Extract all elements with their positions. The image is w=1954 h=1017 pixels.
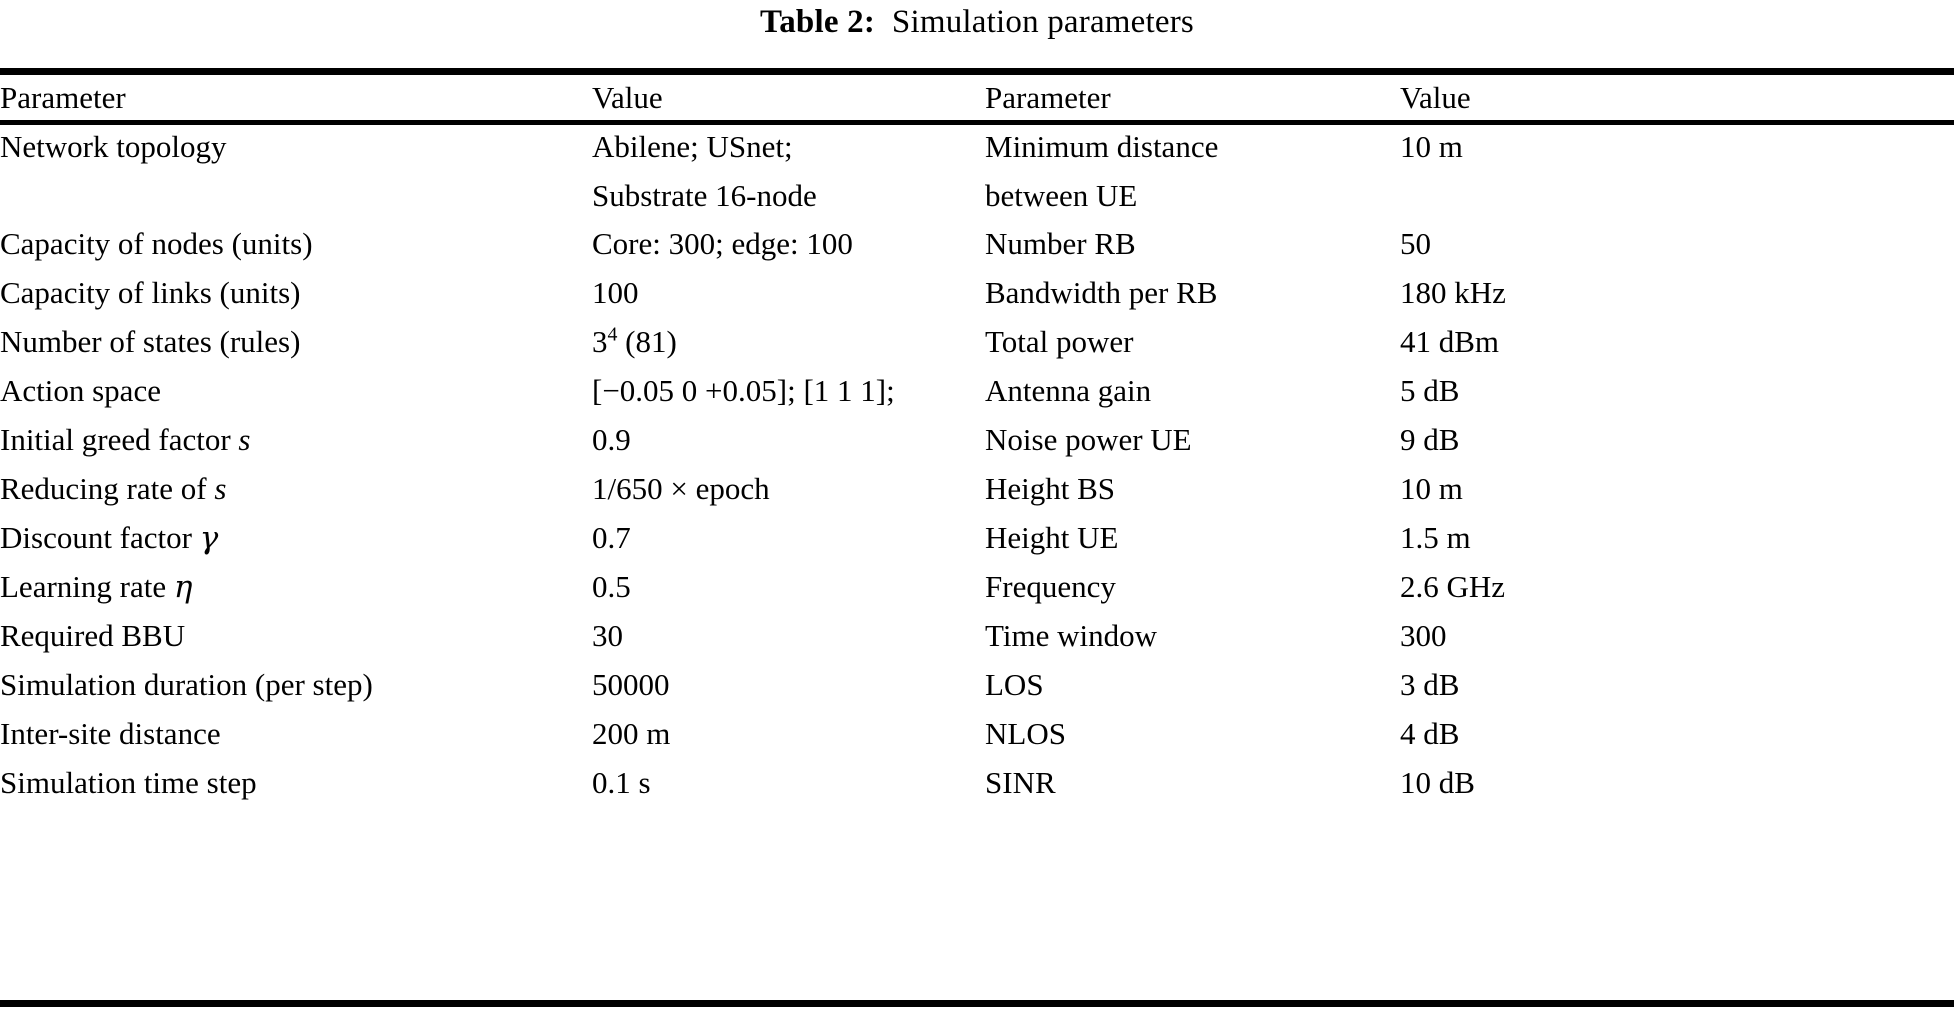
cell-parameter-right: SINR xyxy=(985,765,1056,800)
column-header-value-right: Value xyxy=(1400,80,1471,115)
table-row: Initial greed factor s 0.9 Noise power U… xyxy=(0,416,1954,465)
cell-value-right: 3 dB xyxy=(1400,667,1460,702)
cell-parameter-left: Network topology xyxy=(0,129,227,164)
table-row: Capacity of links (units) 100 Bandwidth … xyxy=(0,269,1954,318)
cell-parameter-left: Simulation duration (per step) xyxy=(0,667,373,702)
cell-value-left: Core: 300; edge: 100 xyxy=(592,226,853,261)
cell-value-left: 200 m xyxy=(592,716,671,751)
parameter-text: Initial greed factor xyxy=(0,422,239,457)
table-body: Network topology Abilene; USnet; Substra… xyxy=(0,122,1954,808)
table-caption: Table 2: Simulation parameters xyxy=(0,2,1954,42)
cell-parameter-left: Required BBU xyxy=(0,618,186,653)
cell-parameter-left: Number of states (rules) xyxy=(0,324,301,359)
table-header-rule xyxy=(0,120,1954,125)
cell-value-left: 1/650 × epoch xyxy=(592,471,770,506)
cell-parameter-left: Simulation time step xyxy=(0,765,257,800)
cell-value-left: 0.7 xyxy=(592,520,631,555)
cell-value-right: 180 kHz xyxy=(1400,275,1506,310)
simulation-parameters-table: Parameter Value Parameter Value Network … xyxy=(0,76,1954,808)
table-row: Capacity of nodes (units) Core: 300; edg… xyxy=(0,220,1954,269)
column-header-value-left: Value xyxy=(592,80,663,115)
cell-value-right: 10 dB xyxy=(1400,765,1475,800)
cell-value-left: 30 xyxy=(592,618,623,653)
table-row: Network topology Abilene; USnet; Substra… xyxy=(0,122,1954,220)
table-row: Number of states (rules) 34 (81) Total p… xyxy=(0,318,1954,367)
parameter-text: Reducing rate of xyxy=(0,471,215,506)
table-row: Required BBU 30 Time window 300 xyxy=(0,612,1954,661)
cell-parameter-right: Height BS xyxy=(985,471,1116,506)
cell-value-left: 100 xyxy=(592,275,639,310)
table-head: Parameter Value Parameter Value xyxy=(0,76,1954,122)
cell-parameter-right: Noise power UE xyxy=(985,422,1192,457)
column-header-parameter-left: Parameter xyxy=(0,80,126,115)
parameter-text: Learning rate xyxy=(0,569,174,604)
cell-parameter-right-line2: between UE xyxy=(985,178,1138,213)
cell-value-left-line2: Substrate 16-node xyxy=(592,178,817,213)
table-row: Simulation time step 0.1 s SINR 10 dB xyxy=(0,759,1954,808)
table-row: Simulation duration (per step) 50000 LOS… xyxy=(0,661,1954,710)
parameter-variable: s xyxy=(238,422,251,457)
cell-parameter-right: Frequency xyxy=(985,569,1116,604)
parameter-variable: s xyxy=(214,471,227,506)
cell-parameter-left: Capacity of nodes (units) xyxy=(0,226,313,261)
cell-value-right: 1.5 m xyxy=(1400,520,1471,555)
cell-value-left: 0.5 xyxy=(592,569,631,604)
value-base: 3 xyxy=(592,324,608,359)
cell-parameter-right: Number RB xyxy=(985,226,1136,261)
cell-value-right: 5 dB xyxy=(1400,373,1460,408)
cell-parameter-left: Inter-site distance xyxy=(0,716,221,751)
cell-parameter-right-line1: Minimum distance xyxy=(985,129,1219,164)
value-tail: (81) xyxy=(617,324,677,359)
table-row: Inter-site distance 200 m NLOS 4 dB xyxy=(0,710,1954,759)
cell-value-left: 34 (81) xyxy=(592,318,985,367)
parameter-text: Discount factor xyxy=(0,520,200,555)
cell-parameter-right: Bandwidth per RB xyxy=(985,275,1218,310)
cell-parameter-left: Action space xyxy=(0,373,161,408)
cell-parameter-right: NLOS xyxy=(985,716,1066,751)
cell-parameter-right: Minimum distance between UE xyxy=(985,122,1400,220)
cell-parameter-left: Reducing rate of s xyxy=(0,465,592,514)
value-exponent: 4 xyxy=(607,323,618,346)
cell-parameter-left: Capacity of links (units) xyxy=(0,275,301,310)
column-header-parameter-right: Parameter xyxy=(985,80,1111,115)
cell-value-left: Abilene; USnet; Substrate 16-node xyxy=(592,122,985,220)
table-row: Discount factor γ 0.7 Height UE 1.5 m xyxy=(0,514,1954,563)
cell-value-left: [−0.05 0 +0.05]; [1 1 1]; xyxy=(592,373,895,408)
cell-value-right: 41 dBm xyxy=(1400,324,1500,359)
parameter-variable-gamma: γ xyxy=(199,520,219,556)
cell-parameter-right: LOS xyxy=(985,667,1044,702)
cell-value-right: 10 m xyxy=(1400,129,1463,164)
cell-parameter-right: Antenna gain xyxy=(985,373,1152,408)
parameter-variable-eta: η xyxy=(173,569,193,605)
table-row: Reducing rate of s 1/650 × epoch Height … xyxy=(0,465,1954,514)
cell-value-right: 10 m xyxy=(1400,471,1463,506)
cell-value-right: 4 dB xyxy=(1400,716,1460,751)
table-top-rule xyxy=(0,68,1954,75)
table-caption-label: Table 2: xyxy=(760,4,876,40)
table-row: Action space [−0.05 0 +0.05]; [1 1 1]; A… xyxy=(0,367,1954,416)
table-header-row: Parameter Value Parameter Value xyxy=(0,76,1954,122)
cell-value-left: 0.9 xyxy=(592,422,631,457)
table-row: Learning rate η 0.5 Frequency 2.6 GHz xyxy=(0,563,1954,612)
cell-parameter-left: Learning rate η xyxy=(0,563,592,612)
cell-parameter-right: Time window xyxy=(985,618,1157,653)
table-bottom-rule xyxy=(0,1000,1954,1007)
cell-value-left-line1: Abilene; USnet; xyxy=(592,129,793,164)
cell-parameter-right: Height UE xyxy=(985,520,1119,555)
cell-parameter-right: Total power xyxy=(985,324,1134,359)
cell-parameter-left: Discount factor γ xyxy=(0,514,592,563)
cell-value-right: 50 xyxy=(1400,226,1431,261)
cell-value-right: 2.6 GHz xyxy=(1400,569,1506,604)
table-caption-text: Simulation parameters xyxy=(891,4,1194,40)
cell-value-left: 50000 xyxy=(592,667,670,702)
cell-value-right: 300 xyxy=(1400,618,1447,653)
cell-value-left: 0.1 s xyxy=(592,765,651,800)
cell-value-right: 9 dB xyxy=(1400,422,1460,457)
cell-parameter-left: Initial greed factor s xyxy=(0,416,592,465)
